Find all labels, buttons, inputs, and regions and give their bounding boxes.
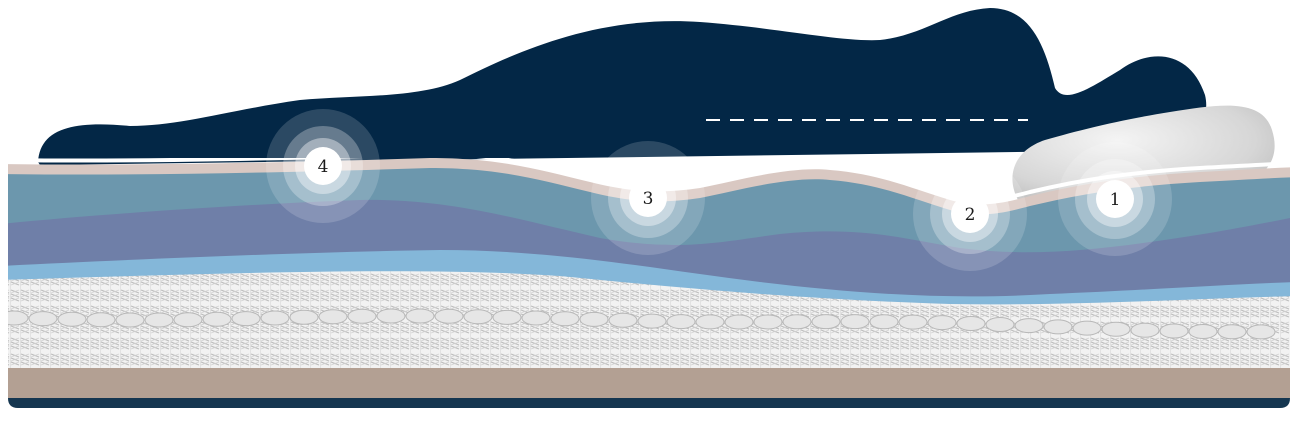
coil-spring bbox=[405, 308, 435, 324]
mattress-bottom-edge bbox=[8, 396, 1290, 408]
marker-label: 3 bbox=[643, 189, 654, 209]
coil-spring bbox=[231, 311, 261, 327]
coil-spring bbox=[695, 314, 725, 330]
coil-spring bbox=[1130, 322, 1160, 338]
coil-spring bbox=[86, 312, 116, 328]
coil-spring bbox=[753, 314, 783, 330]
coil-spring bbox=[1188, 324, 1218, 340]
coil-spring bbox=[1246, 324, 1276, 340]
coil-spring bbox=[144, 312, 174, 328]
coil-spring bbox=[608, 312, 638, 328]
coil-spring bbox=[1072, 320, 1102, 336]
coil-spring bbox=[492, 309, 522, 325]
marker-circle bbox=[629, 179, 667, 217]
coil-spring bbox=[550, 311, 580, 327]
coil-spring bbox=[1043, 319, 1073, 335]
coil-spring bbox=[28, 311, 58, 327]
coil-spring bbox=[376, 308, 406, 324]
pressure-marker-4[interactable]: 4 bbox=[266, 109, 380, 223]
coil-spring bbox=[1159, 323, 1189, 339]
coil-spring bbox=[637, 313, 667, 329]
pressure-markers: 1 2 3 4 bbox=[266, 109, 1172, 271]
coil-spring bbox=[463, 309, 493, 325]
coil-spring bbox=[347, 308, 377, 324]
coil-spring bbox=[869, 314, 899, 330]
coil-spring bbox=[8, 310, 29, 326]
marker-circle bbox=[951, 195, 989, 233]
marker-circle bbox=[1096, 180, 1134, 218]
coil-spring bbox=[202, 311, 232, 327]
coil-spring bbox=[521, 310, 551, 326]
coil-spring bbox=[1014, 318, 1044, 334]
coil-spring bbox=[579, 311, 609, 327]
marker-label: 2 bbox=[965, 205, 976, 225]
coil-spring bbox=[927, 315, 957, 331]
coil-spring bbox=[57, 311, 87, 327]
pressure-marker-1[interactable]: 1 bbox=[1058, 142, 1172, 256]
coil-spring bbox=[840, 314, 870, 330]
marker-label: 4 bbox=[318, 157, 329, 177]
support-foam-layer bbox=[8, 248, 1290, 305]
coil-spring bbox=[666, 314, 696, 330]
coil-spring bbox=[724, 314, 754, 330]
marker-circle bbox=[304, 147, 342, 185]
coil-spring bbox=[1101, 321, 1131, 337]
transition-foam-layer bbox=[8, 197, 1290, 297]
coil-spring bbox=[1217, 324, 1247, 340]
coil-spring bbox=[956, 315, 986, 331]
pressure-marker-3[interactable]: 3 bbox=[591, 141, 705, 255]
coil-spring bbox=[434, 308, 464, 324]
coil-spring bbox=[260, 310, 290, 326]
coil-spring bbox=[318, 309, 348, 325]
mattress-cover-surface bbox=[8, 158, 1290, 203]
coil-spring bbox=[173, 312, 203, 328]
coil-spring bbox=[289, 309, 319, 325]
coil-spring bbox=[782, 314, 812, 330]
marker-label: 1 bbox=[1110, 190, 1121, 210]
pressure-marker-2[interactable]: 2 bbox=[913, 157, 1027, 271]
coil-spring bbox=[898, 314, 928, 330]
coil-spring bbox=[811, 314, 841, 330]
coil-spring bbox=[115, 312, 145, 328]
body-silhouette bbox=[38, 8, 1207, 165]
coil-middle-band bbox=[8, 308, 1276, 340]
coil-spring bbox=[985, 316, 1015, 332]
base-foam-layer bbox=[8, 368, 1290, 398]
